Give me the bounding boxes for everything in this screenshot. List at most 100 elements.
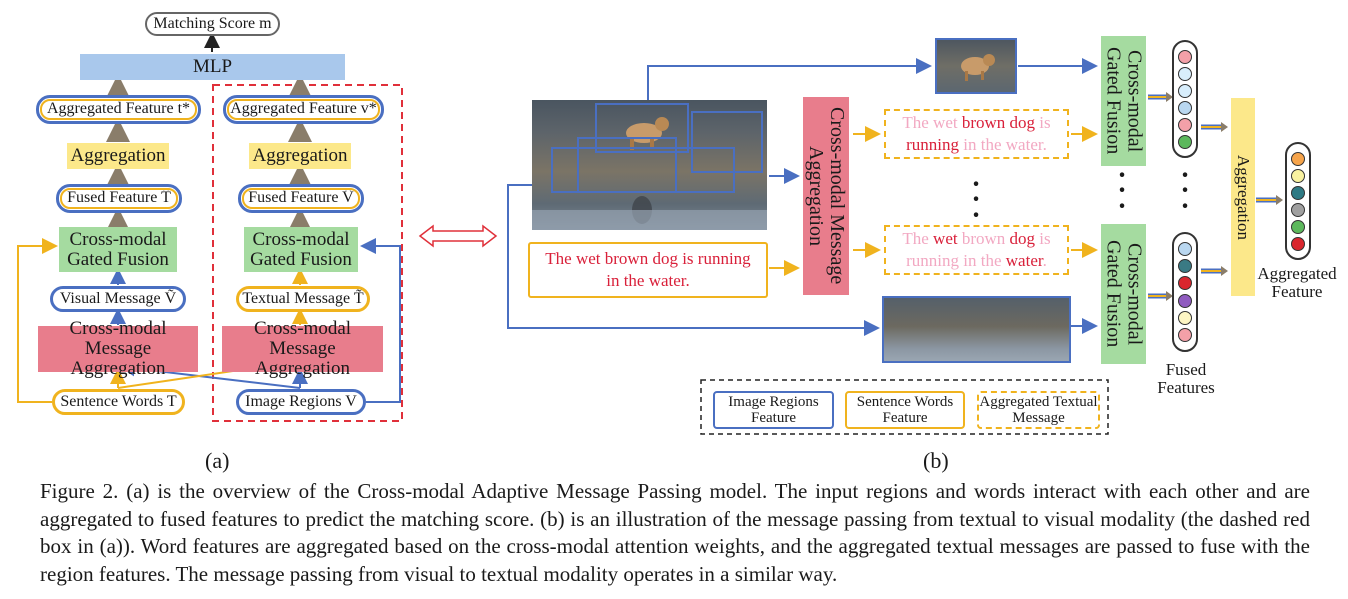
fused-vector-bottom-cell [1178,293,1192,308]
aggregated-feature-t-label: Aggregated Feature t* [46,100,191,118]
dashed-red-box [212,84,403,422]
figure-caption: Figure 2. (a) is the overview of the Cro… [40,478,1310,589]
panel-b-label: (b) [923,448,949,473]
legend-sentence-words: Sentence Words Feature [845,391,965,429]
fused-feature-v-label: Fused Feature V̂ [248,189,354,207]
image-regions-node: Image Regions V [236,389,366,415]
msg2-part-g: water [1005,251,1043,270]
fused-vector-bottom-cell [1178,241,1192,256]
aggregated-feature-v-node: Aggregated Feature v* [223,95,384,124]
msg1-part-a: The wet [902,112,962,132]
msg1-part-b: brown dog [961,112,1036,132]
fused-vector-top-cell [1178,117,1192,132]
region-crop-dog-art [961,54,995,81]
gated-fusion-b-top-label: Cross-modal Gated Fusion [1102,47,1146,155]
legend-textual-message-label: Aggregated Textual Message [979,393,1098,427]
legend-image-regions: Image Regions Feature [713,391,834,429]
aggregation-right-block: Aggregation [249,143,351,169]
mlp-block: MLP [80,54,345,80]
fused-features-label-box: Fused Features [1148,358,1224,400]
fused-vector-top-cell [1178,49,1192,64]
cmma-b-block: Cross-modal Message Aggregation [803,97,849,295]
msg1-part-d: running [906,135,960,154]
aggregated-vector-cell [1291,151,1305,166]
aggregation-b-label: Aggregation [1233,154,1253,240]
dog-photo-art [532,103,767,230]
figure: Matching Score m MLP Aggregated Feature … [17,12,1347,473]
textual-message-1-line2: running in the water. [906,134,1047,156]
fused-vector-top-cell [1178,66,1192,81]
panel-a-label: (a) [205,448,230,473]
fused-vector-bottom-cell [1178,311,1192,325]
msg2-part-f: running in the [906,251,1006,270]
cmma-right-label: Cross-modal Message Aggregation [253,318,352,379]
textual-message-label: Textual Message T̃ [242,289,364,307]
cmma-left-block: Cross-modal Message Aggregation [38,319,198,378]
mlp-label: MLP [192,56,233,78]
visual-message-label: Visual Message Ṽ [59,289,177,307]
fused-feature-t-label: Fused Feature T̂ [67,189,171,207]
sentence-box: The wet brown dog is running in the wate… [528,242,768,298]
gated-fusion-left-label: Cross-modal Gated Fusion [67,228,169,270]
textual-message-2-line1: The wet brown dog is [902,228,1050,250]
aggregated-feature-label-box: Aggregated Feature [1247,262,1347,304]
textual-message-1-line1: The wet brown dog is [902,112,1050,134]
visual-message-node: Visual Message Ṽ [50,286,186,312]
msg1-part-e: in the water. [959,135,1047,154]
cmma-right-block: Cross-modal Message Aggregation [222,319,383,378]
msg2-part-b: wet [933,228,958,248]
aggregated-feature-v-label: Aggregated Feature v* [230,100,377,118]
fused-vector-bottom-cell [1178,276,1192,291]
textual-message-2-line2: running in the water. [906,250,1047,272]
region-crop-water [882,296,1071,363]
fused-vector-top [1172,40,1198,158]
msg2-part-h: . [1042,251,1047,270]
matching-score-node: Matching Score m [145,12,280,36]
textual-message-1: The wet brown dog is running in the wate… [884,109,1069,159]
legend-textual-message: Aggregated Textual Message [977,391,1100,429]
sentence-words-node: Sentence Words T [52,389,185,415]
aggregated-vector-cell [1291,236,1305,251]
ellipsis-dots-3: ··· [1180,160,1190,222]
aggregated-vector [1285,142,1311,260]
aggregation-b-block: Aggregation [1231,98,1255,296]
msg2-part-a: The [902,228,934,248]
aggregated-vector-cell [1291,202,1305,217]
gated-fusion-left-block: Cross-modal Gated Fusion [59,227,177,272]
aggregation-left-block: Aggregation [67,143,169,169]
aggregated-vector-cell [1291,185,1305,200]
legend-sentence-words-label: Sentence Words Feature [856,393,954,427]
fused-vector-bottom-cell [1178,328,1192,343]
legend-box [700,379,1109,435]
aggregated-vector-cell [1291,168,1305,183]
region-crop-dog [935,38,1017,94]
fused-features-label: Fused Features [1157,360,1215,397]
msg2-part-e: is [1035,228,1051,248]
gated-fusion-b-bottom-label: Cross-modal Gated Fusion [1102,240,1146,348]
msg2-part-c: brown [957,228,1010,248]
double-arrow [418,224,498,248]
legend-image-regions-label: Image Regions Feature [728,393,819,427]
connectors [17,32,1283,435]
fused-vector-top-cell [1178,134,1192,149]
msg2-part-d: dog [1009,228,1036,248]
fused-vector-top-cell [1178,83,1192,98]
cmma-left-label: Cross-modal Message Aggregation [69,318,167,379]
sentence-text: The wet brown dog is running in the wate… [545,248,751,290]
gated-fusion-right-block: Cross-modal Gated Fusion [244,227,358,272]
sentence-words-label: Sentence Words T [60,392,177,410]
caption-text: Figure 2. (a) is the overview of the Cro… [40,479,1310,587]
aggregated-feature-label: Aggregated Feature [1257,264,1337,301]
dog-photo [532,100,767,230]
textual-message-2: The wet brown dog is running in the wate… [884,225,1069,275]
aggregation-left-label: Aggregation [70,145,166,167]
aggregation-right-label: Aggregation [252,145,348,167]
textual-message-node: Textual Message T̃ [236,286,370,312]
msg1-part-c: is [1035,112,1051,132]
ellipsis-dots-2: ··· [1117,160,1127,222]
matching-score-label: Matching Score m [153,14,272,32]
gated-fusion-right-label: Cross-modal Gated Fusion [250,228,352,270]
gated-fusion-b-bottom: Cross-modal Gated Fusion [1101,224,1146,364]
aggregated-vector-cell [1291,219,1305,234]
fused-vector-bottom [1172,232,1198,352]
